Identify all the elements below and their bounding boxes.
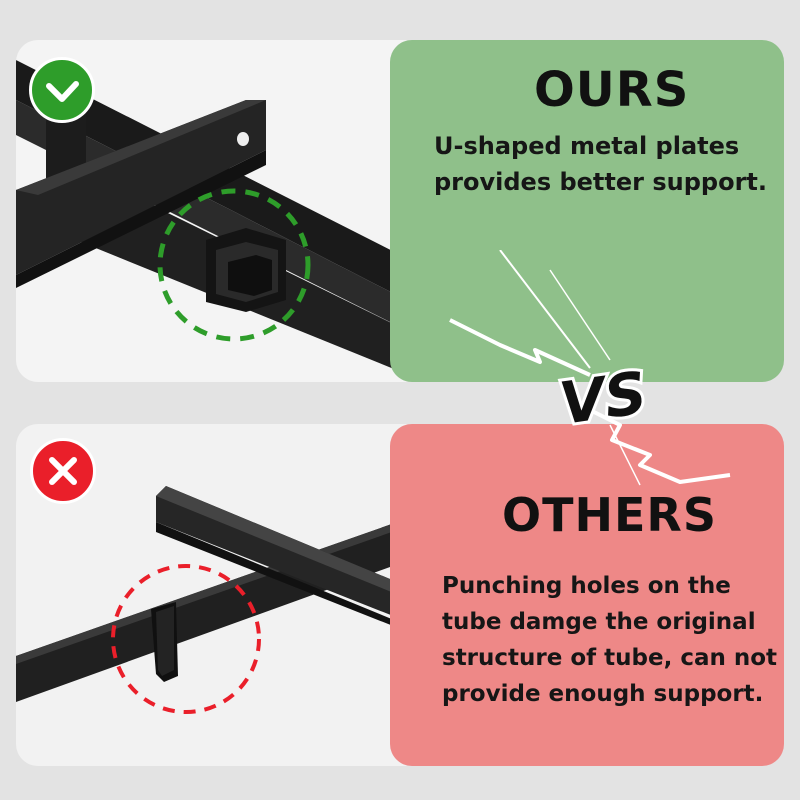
ours-description-line: provides better support.	[434, 168, 767, 196]
versus-lightning-mark: VS	[449, 250, 731, 486]
others-description-line: tube damge the original	[442, 609, 756, 635]
ours-photo-panel	[16, 40, 426, 382]
ours-highlight-circle	[157, 188, 311, 342]
svg-text:VS: VS	[556, 358, 651, 437]
ours-title: OURS	[534, 62, 690, 118]
others-description: Punching holes on the tube damge the ori…	[442, 568, 782, 712]
others-frame-photo	[16, 486, 426, 714]
others-highlight-circle	[111, 564, 261, 714]
ours-description: U-shaped metal plates provides better su…	[434, 128, 784, 200]
ours-description-line: U-shaped metal plates	[434, 132, 740, 160]
ours-frame-photo	[16, 60, 426, 382]
versus-label: VS	[553, 355, 654, 440]
others-info-panel	[390, 424, 784, 766]
check-icon	[29, 57, 95, 123]
others-title: OTHERS	[502, 488, 717, 542]
others-description-line: structure of tube, can not	[442, 645, 778, 671]
cross-icon	[30, 438, 96, 504]
others-photo-panel	[16, 424, 426, 766]
others-description-line: provide enough support.	[442, 681, 764, 707]
others-description-line: Punching holes on the	[442, 573, 731, 599]
